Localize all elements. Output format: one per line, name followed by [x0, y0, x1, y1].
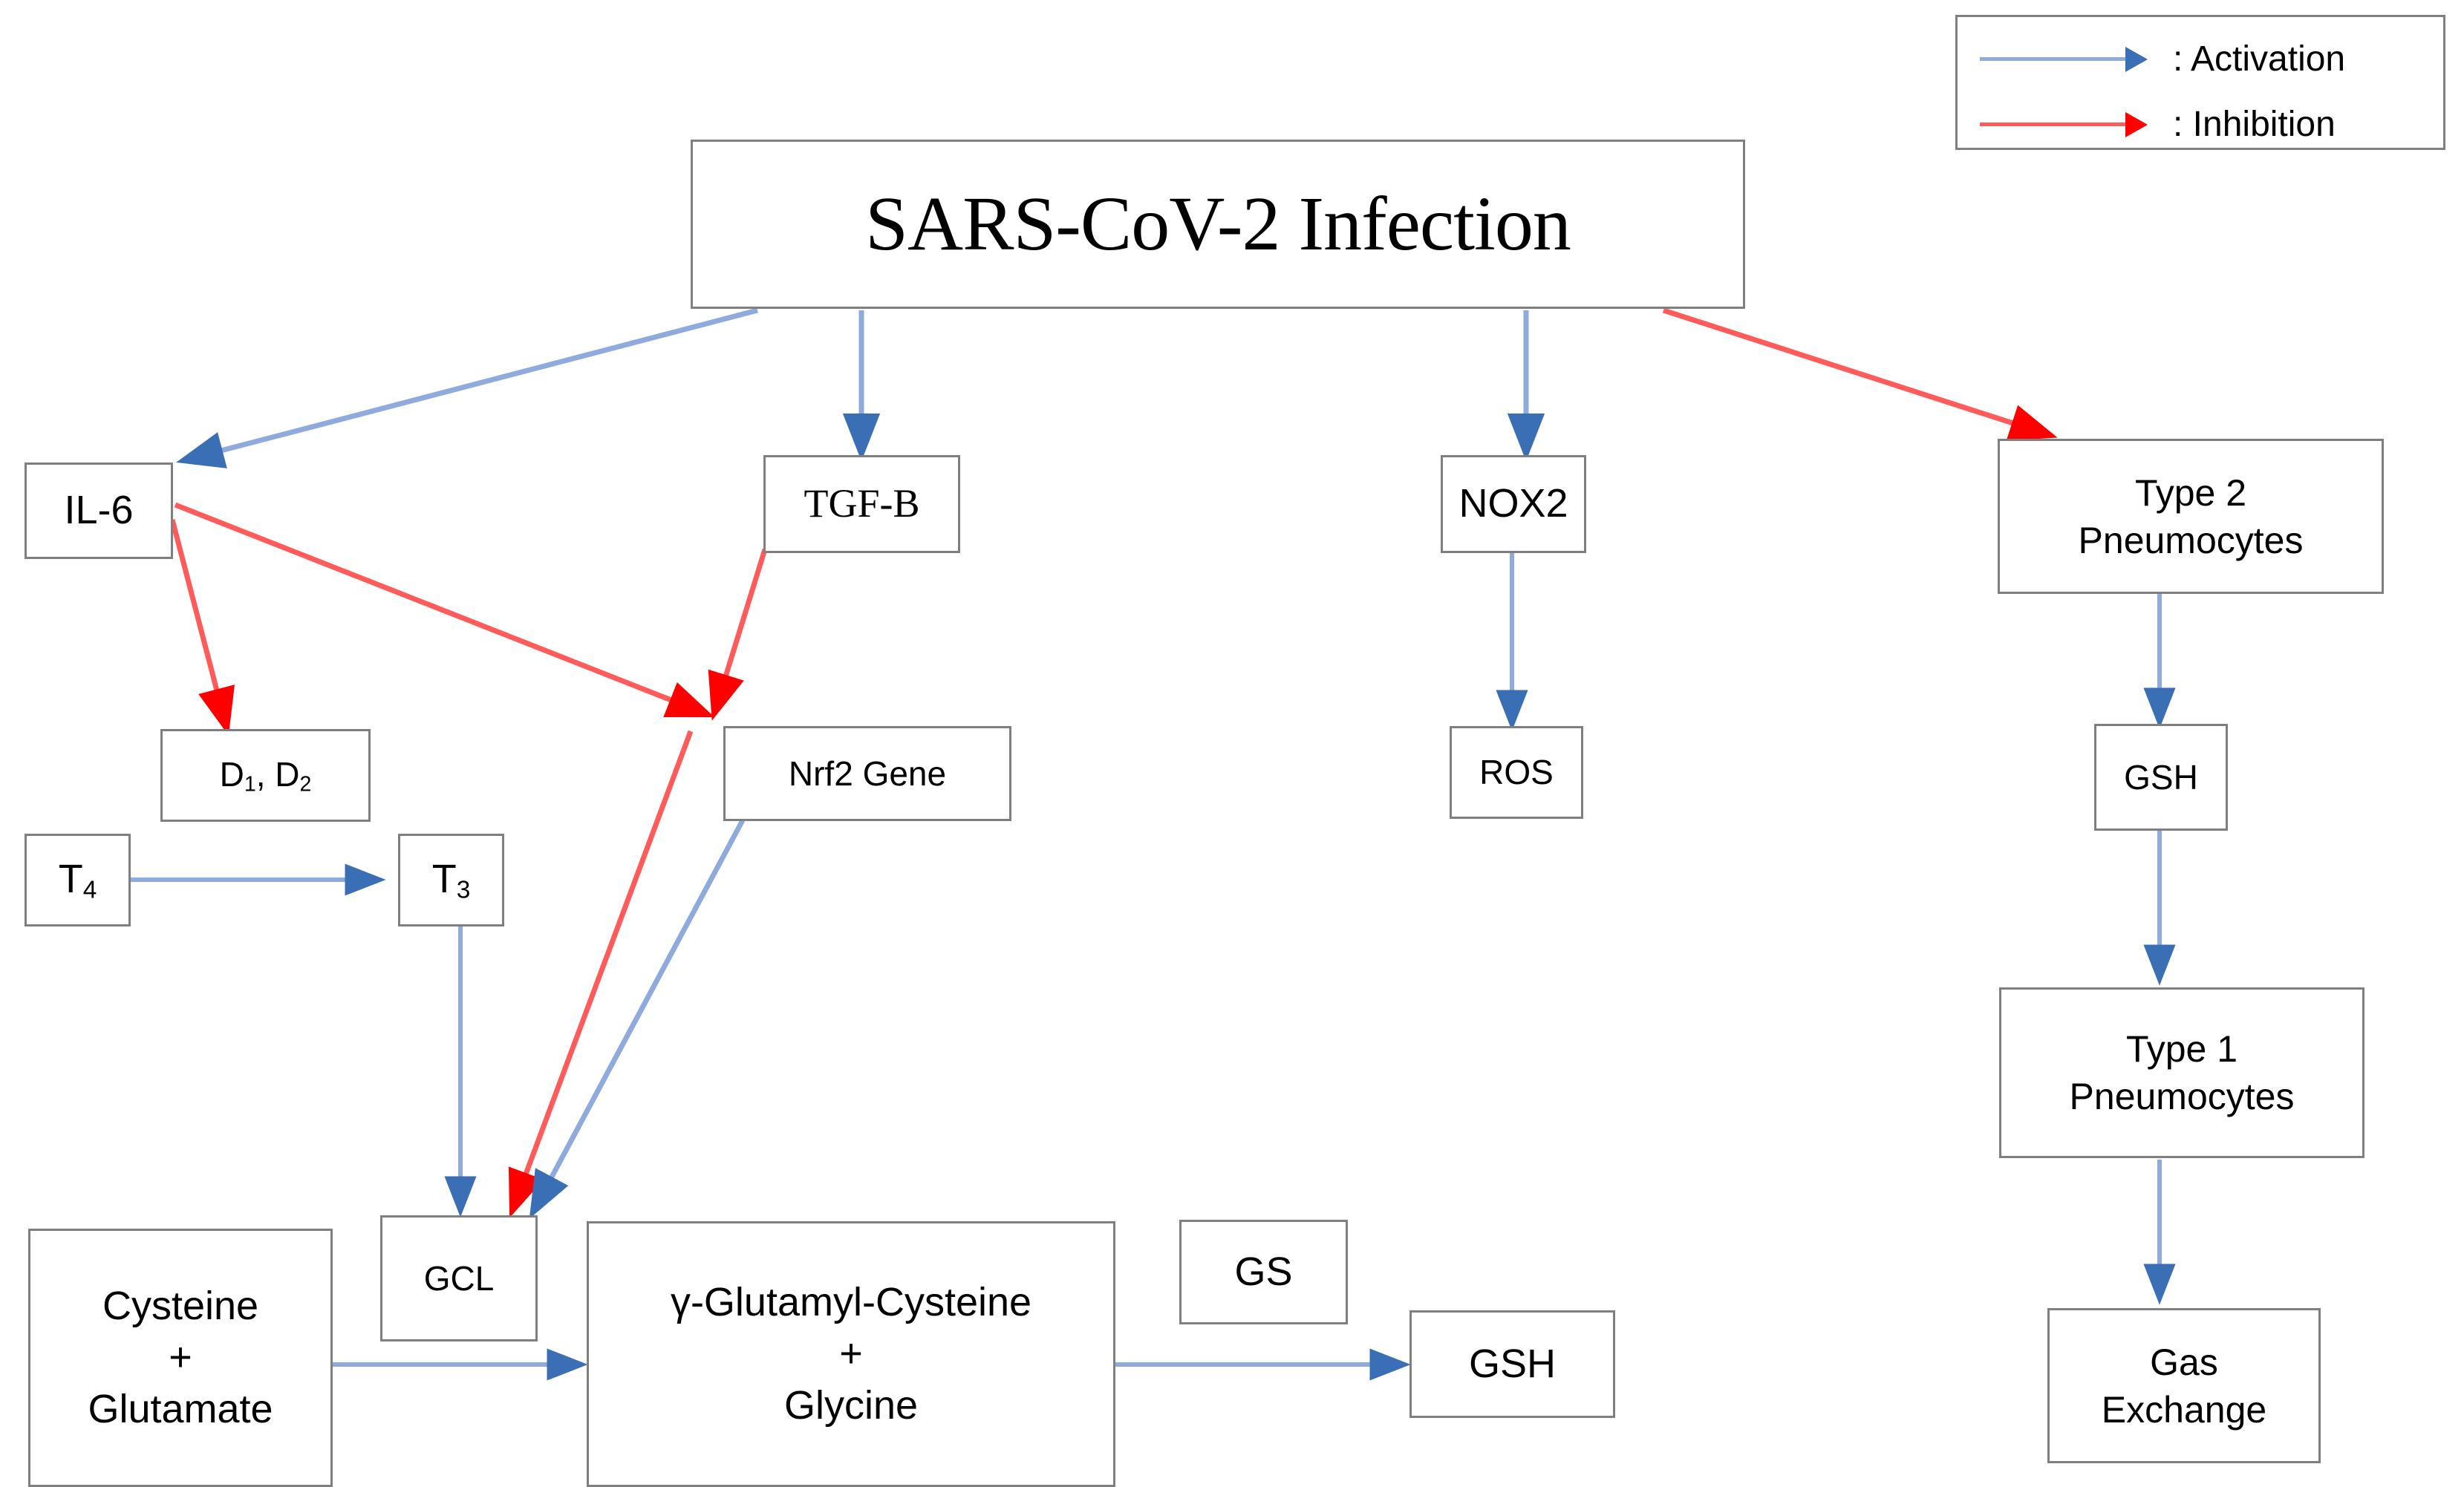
node-gamma-glutamyl-cysteine-glycine[interactable]: γ-Glutamyl-Cysteine + Glycine	[587, 1221, 1115, 1487]
node-label: ROS	[1479, 753, 1554, 792]
node-gcl[interactable]: GCL	[380, 1215, 538, 1341]
node-label: GSH	[2124, 757, 2198, 797]
node-label: Cysteine + Glutamate	[88, 1284, 273, 1431]
edge-il6-to-nrf2	[174, 502, 715, 718]
node-gsh-bottom[interactable]: GSH	[1409, 1310, 1615, 1418]
node-ros[interactable]: ROS	[1450, 726, 1583, 819]
legend-row-inhibition: : Inhibition	[1958, 102, 2443, 146]
node-type-1-pneumocytes[interactable]: Type 1 Pneumocytes	[1999, 987, 2364, 1158]
node-label: Type 2 Pneumocytes	[2078, 471, 2304, 561]
node-label: GSH	[1468, 1341, 1557, 1386]
legend-label-activation: : Activation	[2173, 39, 2346, 79]
edge-nrf2-to-gcl-activation	[529, 819, 746, 1219]
node-label: γ-Glutamyl-Cysteine + Glycine	[670, 1280, 1032, 1428]
node-label: NOX2	[1458, 481, 1568, 526]
node-label: GCL	[423, 1258, 495, 1298]
node-sars-cov-2-infection[interactable]: SARS-CoV-2 Infection	[691, 140, 1745, 309]
node-label: D1, D2	[219, 755, 312, 797]
edge-sars-to-type2	[1662, 307, 2058, 441]
red-arrow-icon	[1980, 111, 2173, 137]
edge-nrf2-to-gcl-inhibition	[508, 730, 694, 1218]
node-label: Type 1 Pneumocytes	[2069, 1028, 2295, 1117]
blue-arrow-icon	[1980, 45, 2173, 72]
node-gas-exchange[interactable]: Gas Exchange	[2047, 1308, 2321, 1463]
node-label: Nrf2 Gene	[788, 754, 947, 793]
node-label: Gas Exchange	[2101, 1341, 2267, 1431]
node-d1-d2[interactable]: D1, D2	[160, 729, 371, 822]
node-label: IL-6	[64, 488, 134, 533]
node-nrf2-gene[interactable]: Nrf2 Gene	[723, 726, 1011, 821]
node-type-2-pneumocytes[interactable]: Type 2 Pneumocytes	[1998, 439, 2384, 594]
node-label: TGF-B	[804, 481, 920, 526]
legend-label-inhibition: : Inhibition	[2173, 104, 2336, 144]
node-cysteine-glutamate[interactable]: Cysteine + Glutamate	[28, 1229, 333, 1487]
node-nox2[interactable]: NOX2	[1441, 455, 1586, 553]
node-gs[interactable]: GS	[1179, 1220, 1348, 1324]
node-label: T3	[431, 856, 471, 904]
edge-sars-to-il6	[176, 307, 758, 468]
legend-panel: : Activation : Inhibition	[1955, 15, 2445, 150]
edge-tgfb-to-nrf2	[708, 548, 768, 721]
node-t3[interactable]: T3	[398, 834, 504, 926]
node-gsh-right[interactable]: GSH	[2094, 724, 2228, 831]
node-t4[interactable]: T4	[25, 834, 131, 926]
node-label: GS	[1234, 1249, 1293, 1294]
node-tgfb[interactable]: TGF-B	[763, 455, 960, 553]
legend-row-activation: : Activation	[1958, 36, 2443, 81]
node-il6[interactable]: IL-6	[25, 463, 173, 559]
node-label: T4	[58, 856, 97, 904]
edge-il6-to-d1d2	[169, 519, 235, 736]
node-label: SARS-CoV-2 Infection	[865, 181, 1571, 267]
